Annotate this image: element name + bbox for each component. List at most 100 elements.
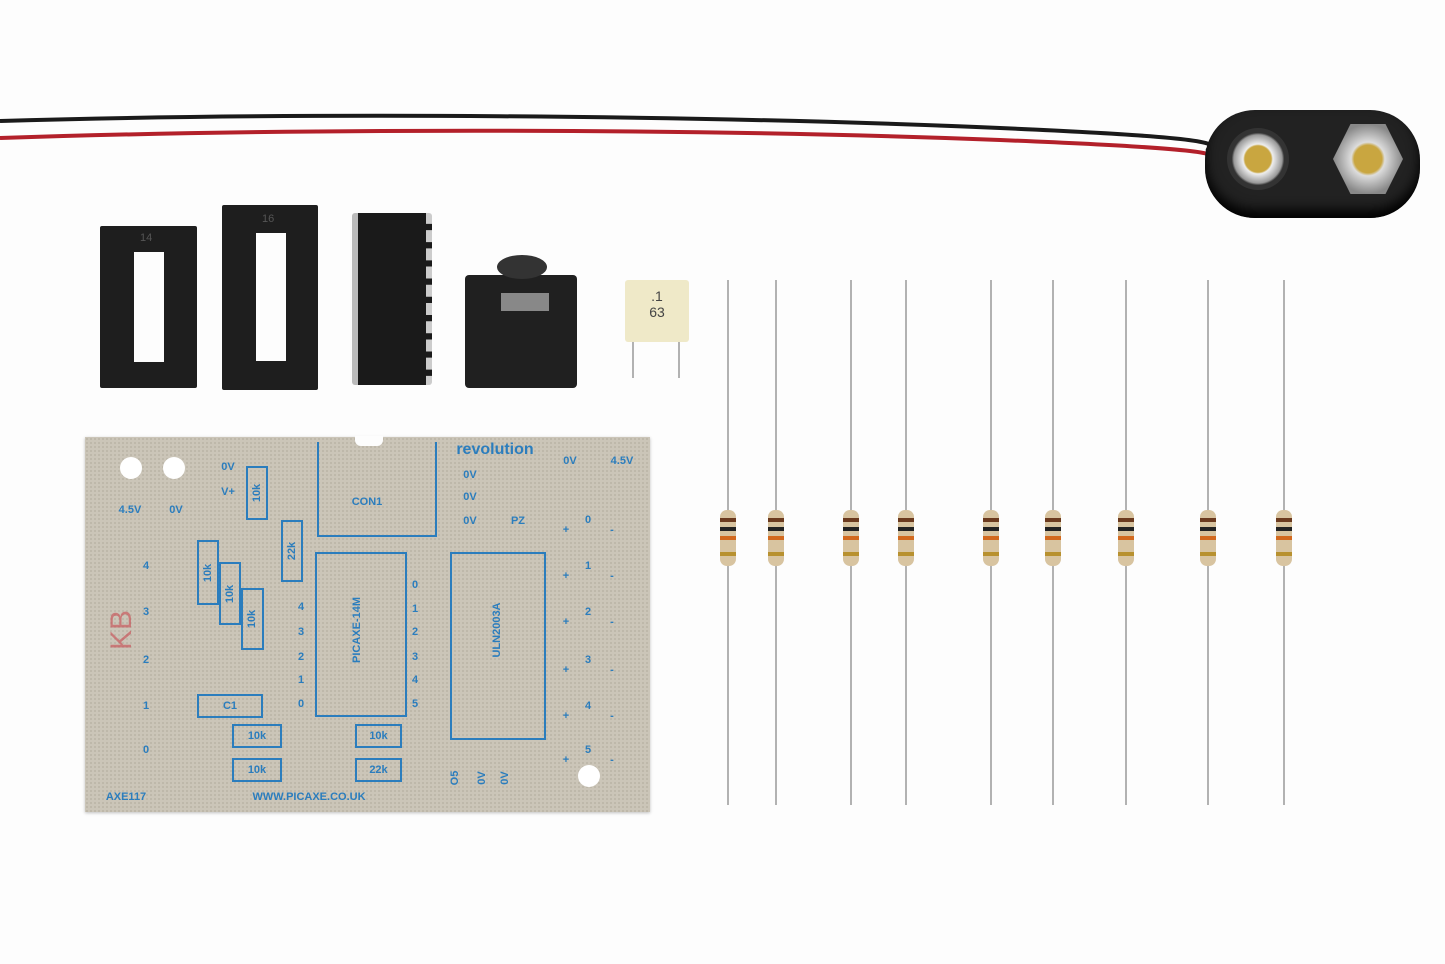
resistor-body [1276,510,1292,566]
color-band [1200,518,1216,522]
output-number: 4 [584,700,592,712]
pcb-resistor-footprint: 10k [197,540,219,605]
mounting-hole [578,765,600,787]
resistor-body [1118,510,1134,566]
pin-number: 1 [297,674,305,686]
pcb-resistor-footprint: 10k [241,588,264,650]
color-band [1200,527,1216,531]
mounting-hole [120,457,142,479]
color-band [1276,552,1292,556]
color-band [1200,536,1216,540]
color-band [983,552,999,556]
power-label: 4.5V [610,455,634,467]
resistor-body [1200,510,1216,566]
resistor-value: 10k [251,483,264,503]
color-band [898,518,914,522]
brand-label: revolution [456,441,534,458]
socket-label: 14 [140,232,153,244]
plus-label: + [562,524,570,536]
minus-label: - [610,616,614,628]
socket-cutout [256,233,286,361]
color-band [843,536,859,540]
pin-number: 3 [411,651,419,663]
color-band [768,518,784,522]
resistor-value: 10k [202,563,215,582]
resistor-body [983,510,999,566]
plus-label: + [562,664,570,676]
resistor-value: 10k [246,609,259,629]
pcb-resistor-footprint: 10k [219,562,241,625]
color-band [1200,552,1216,556]
color-band [720,536,736,540]
pcb-resistor-footprint: 10k [232,724,282,748]
resistor-value: 10k [369,730,388,742]
power-label: 4.5V [118,504,142,516]
resistor-body [720,510,736,566]
chip2-label: ULN2003A [491,602,503,658]
power-label: 0V [563,455,577,467]
chip1-outline [315,552,407,717]
color-band [898,527,914,531]
color-band [843,527,859,531]
resistor-body [1045,510,1061,566]
color-band [1045,536,1061,540]
power-label: V+ [221,486,235,498]
pcb-resistor-footprint: 10k [246,466,268,520]
color-band [1118,518,1134,522]
row-number: 4 [142,560,150,572]
capacitor-marking: 63 [649,304,665,320]
pcb-resistor-footprint: 22k [355,758,402,782]
con-pin-label: 0V [463,515,477,527]
stamp-label: KB [105,609,138,651]
minus-label: - [610,664,614,676]
minus-label: - [610,754,614,766]
color-band [1045,552,1061,556]
pcb-board: C1 [85,436,650,812]
con1-label: CON1 [351,496,383,508]
resistor-body [898,510,914,566]
color-band [983,518,999,522]
pin-number: 3 [297,626,305,638]
row-number: 3 [142,606,150,618]
row-number: 0 [142,744,150,756]
bottom-pin-label: O5 [449,770,461,786]
resistor-body [843,510,859,566]
color-band [1045,518,1061,522]
output-number: 2 [584,606,592,618]
ic-socket-14: 14 [100,226,197,388]
plus-label: + [562,710,570,722]
socket-label: 16 [262,213,275,225]
color-band [898,552,914,556]
color-band [1118,527,1134,531]
power-label: 0V [221,461,235,473]
pin-number: 4 [297,601,305,613]
bottom-pin-label: 0V [476,771,488,785]
resistor-value: 22k [369,764,388,776]
pcb-resistor-footprint: 22k [281,520,303,582]
output-number: 1 [584,560,592,572]
color-band [1118,552,1134,556]
audio-jack [465,255,577,388]
minus-label: - [610,710,614,722]
color-band [898,536,914,540]
pin-number: 2 [411,626,419,638]
color-band [983,527,999,531]
color-band [720,552,736,556]
minus-label: - [610,570,614,582]
ic-socket-16: 16 [222,205,318,390]
output-number: 5 [584,744,592,756]
socket-cutout [134,252,164,362]
pin-number: 2 [297,651,305,663]
c1-label: C1 [197,694,263,718]
resistor-value: 10k [224,584,237,603]
pin-number: 1 [411,603,419,615]
pcb-resistor-footprint: 10k [232,758,282,782]
ic-chip [352,213,432,385]
color-band [1118,536,1134,540]
color-band [1045,527,1061,531]
snap-terminal-hex [1333,124,1403,194]
plus-label: + [562,570,570,582]
row-number: 2 [142,654,150,666]
pin-number: 0 [411,579,419,591]
pin-number: 0 [297,698,305,710]
